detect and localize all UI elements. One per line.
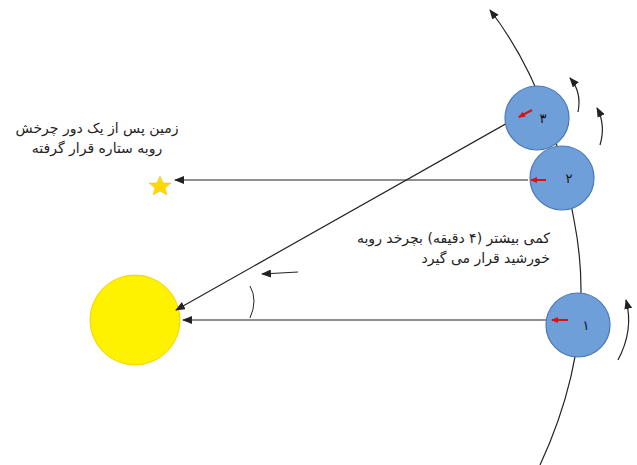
earth-circle [505, 86, 569, 150]
sight-line [183, 319, 548, 320]
angle-pointer [262, 272, 298, 274]
earth-circle [530, 146, 594, 210]
rotation-arrow [618, 300, 629, 360]
rotation-arrow [597, 108, 602, 145]
note-label: زمین پس از یک دور چرخش روبه ستاره قرار گ… [4, 118, 190, 159]
earth-circle [546, 293, 610, 357]
note-text: زمین پس از یک دور چرخش روبه ستاره قرار گ… [16, 120, 179, 156]
earth-node: ۳ [505, 86, 569, 150]
star [149, 176, 171, 195]
facing-arrow [531, 179, 546, 181]
callout-number: ۲ [566, 172, 573, 185]
earth-node: ۲ [530, 146, 594, 210]
sun [90, 275, 180, 365]
facing-arrow [552, 319, 568, 321]
callout-number: ۱ [583, 319, 590, 332]
sight-line [175, 179, 528, 180]
earth-node: ۱ [546, 293, 610, 357]
note-text: کمی بیشتر (۴ دقیقه) بچرخد روبه خورشید قر… [357, 230, 550, 266]
note-label: کمی بیشتر (۴ دقیقه) بچرخد روبه خورشید قر… [350, 228, 550, 269]
rotation-arrow [570, 78, 579, 112]
facing-arrow [519, 110, 532, 117]
angle-arc [250, 286, 254, 318]
sight-line [176, 117, 518, 310]
callout-number: ۳ [540, 112, 547, 125]
